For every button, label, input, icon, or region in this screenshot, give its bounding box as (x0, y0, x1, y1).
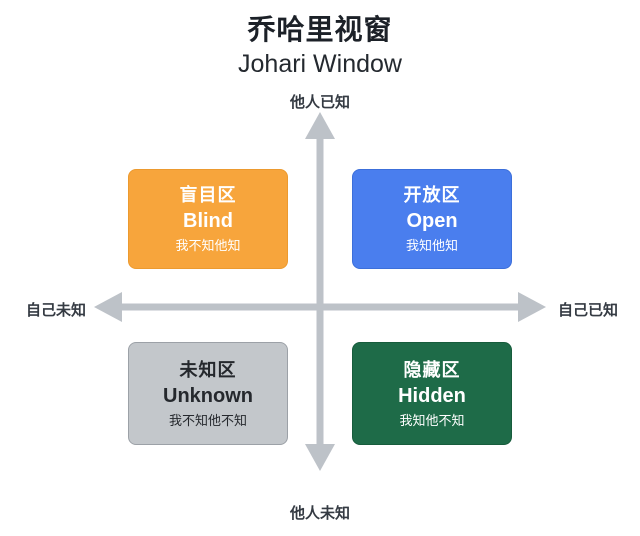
quadrant-open: 开放区 Open 我知他知 (352, 169, 512, 269)
quadrant-open-subtext: 我知他知 (405, 238, 458, 253)
horizontal-axis-shaft (115, 303, 525, 311)
quadrant-hidden-label-en: Hidden (398, 384, 466, 407)
axis-label-self-unknown: 自己未知 (25, 302, 86, 319)
quadrant-hidden-label-zh: 隐藏区 (403, 359, 461, 380)
quadrant-blind-subtext: 我不知他知 (175, 238, 241, 253)
axis-label-others-unknown: 他人未知 (289, 505, 350, 522)
page-title-en: Johari Window (238, 50, 402, 78)
down-arrowhead-icon (305, 444, 335, 471)
page-title-zh: 乔哈里视窗 (247, 14, 393, 45)
quadrant-unknown-label-en: Unknown (163, 384, 253, 407)
quadrant-unknown: 未知区 Unknown 我不知他不知 (128, 342, 288, 445)
quadrant-open-label-en: Open (406, 210, 458, 232)
quadrant-blind-label-en: Blind (183, 210, 233, 232)
axis-label-others-known: 他人已知 (289, 94, 350, 111)
quadrant-hidden-subtext: 我知他不知 (399, 412, 465, 428)
quadrant-unknown-subtext: 我不知他不知 (168, 412, 247, 428)
left-arrowhead-icon (94, 292, 122, 322)
quadrant-blind: 盲目区 Blind 我不知他知 (128, 169, 288, 269)
quadrant-unknown-label-zh: 未知区 (179, 359, 237, 380)
quadrant-open-label-zh: 开放区 (403, 185, 461, 205)
axis-label-self-known: 自己已知 (558, 302, 619, 319)
quadrant-hidden: 隐藏区 Hidden 我知他不知 (352, 342, 512, 445)
vertical-axis-shaft (316, 130, 324, 456)
quadrant-blind-label-zh: 盲目区 (179, 185, 237, 205)
up-arrowhead-icon (305, 112, 335, 139)
right-arrowhead-icon (518, 292, 546, 322)
